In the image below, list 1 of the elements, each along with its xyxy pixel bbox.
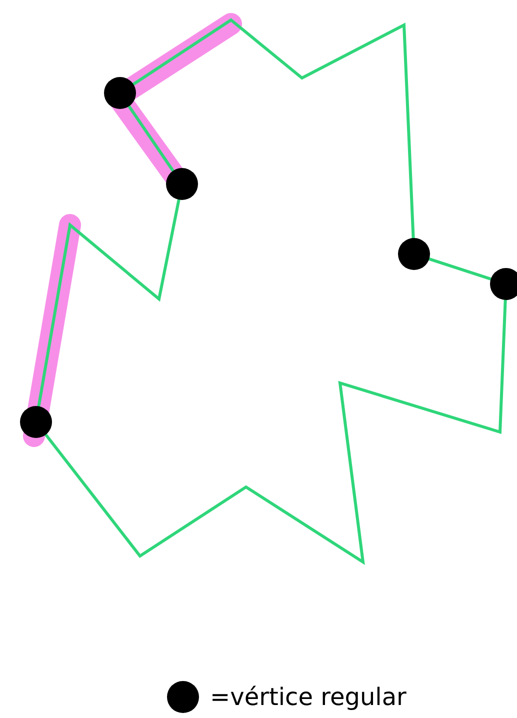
legend-label: =vértice regular xyxy=(210,683,406,711)
